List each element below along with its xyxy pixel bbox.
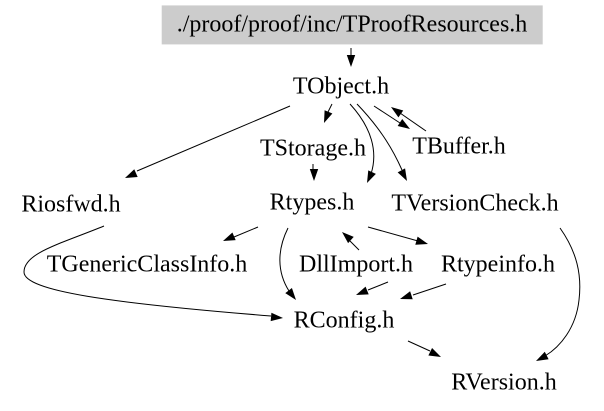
edge-line (356, 103, 403, 171)
edge-line (407, 340, 431, 352)
edge-line (399, 112, 427, 132)
edge-line (412, 283, 447, 296)
arrowhead-icon (391, 107, 404, 118)
edge-dllimport-h--rtypes-h (342, 232, 360, 251)
node-tbuffer-h[interactable]: TBuffer.h (412, 133, 506, 160)
edge-dllimport-h--rconfig-h (356, 281, 389, 295)
edge-rtypes-h--rtypeinfo-h (367, 226, 428, 245)
edge-line (367, 226, 419, 242)
arrowhead-icon (356, 286, 369, 295)
edge-tproofresources-h--tobject-h (346, 48, 356, 67)
arrowhead-icon (285, 287, 296, 300)
edge-tobject-h--tstorage-h (324, 103, 333, 123)
arrowhead-icon (324, 110, 333, 123)
node-tobject-h[interactable]: TObject.h (292, 73, 390, 100)
edge-tobject-h--tbuffer-h (373, 105, 410, 129)
arrowhead-icon (397, 168, 407, 181)
edge-rtypes-h--rconfig-h (279, 227, 296, 300)
edge-line (349, 103, 375, 175)
arrowhead-icon (309, 169, 319, 181)
node-tproofresources-h: ./proof/proof/inc/TProofResources.h (161, 5, 543, 45)
edge-tobject-h--tversioncheck-h (356, 103, 407, 181)
node-rtypeinfo-h[interactable]: Rtypeinfo.h (441, 251, 555, 278)
edge-line (348, 239, 360, 251)
edge-tbuffer-h--tobject-h (391, 107, 427, 132)
node-rtypes-h[interactable]: Rtypes.h (269, 189, 355, 216)
edge-line (279, 227, 290, 292)
edge-line (23, 225, 272, 317)
arrowhead-icon (346, 55, 356, 67)
node-tversioncheck-h[interactable]: TVersionCheck.h (391, 190, 559, 217)
node-dllimport-h[interactable]: DllImport.h (299, 251, 413, 278)
arrowhead-icon (125, 169, 138, 178)
edge-line (233, 226, 259, 238)
arrowhead-icon (415, 236, 428, 245)
edge-rconfig-h--rversion-h (407, 340, 441, 357)
edge-rtypeinfo-h--rconfig-h (400, 283, 447, 300)
arrowhead-icon (270, 312, 283, 322)
edge-tversioncheck-h--rversion-h (536, 227, 581, 361)
node-rversion-h[interactable]: RVersion.h (451, 369, 557, 396)
node-riosfwd-h[interactable]: Riosfwd.h (21, 191, 121, 218)
arrowhead-icon (428, 347, 441, 357)
edge-riosfwd-h--rconfig-h (23, 225, 283, 322)
edge-tobject-h--riosfwd-h (125, 105, 291, 178)
edge-tstorage-h--rtypes-h (309, 164, 319, 181)
node-rconfig-h[interactable]: RConfig.h (293, 307, 395, 334)
edge-line (373, 105, 401, 124)
node-tstorage-h[interactable]: TStorage.h (260, 135, 366, 162)
arrowhead-icon (397, 118, 410, 129)
arrowhead-icon (223, 232, 236, 241)
node-tgenericclassinfo-h[interactable]: TGenericClassInfo.h (46, 251, 248, 278)
arrowhead-icon (536, 351, 549, 361)
edge-line (544, 227, 581, 357)
arrowhead-icon (342, 232, 354, 244)
arrowhead-icon (367, 170, 376, 183)
edge-line (136, 105, 291, 172)
arrowhead-icon (400, 291, 413, 300)
edge-tobject-h--rtypes-h (349, 103, 376, 183)
edge-rtypes-h--tgenericclassinfo-h (223, 226, 259, 241)
edge-line (367, 281, 389, 291)
